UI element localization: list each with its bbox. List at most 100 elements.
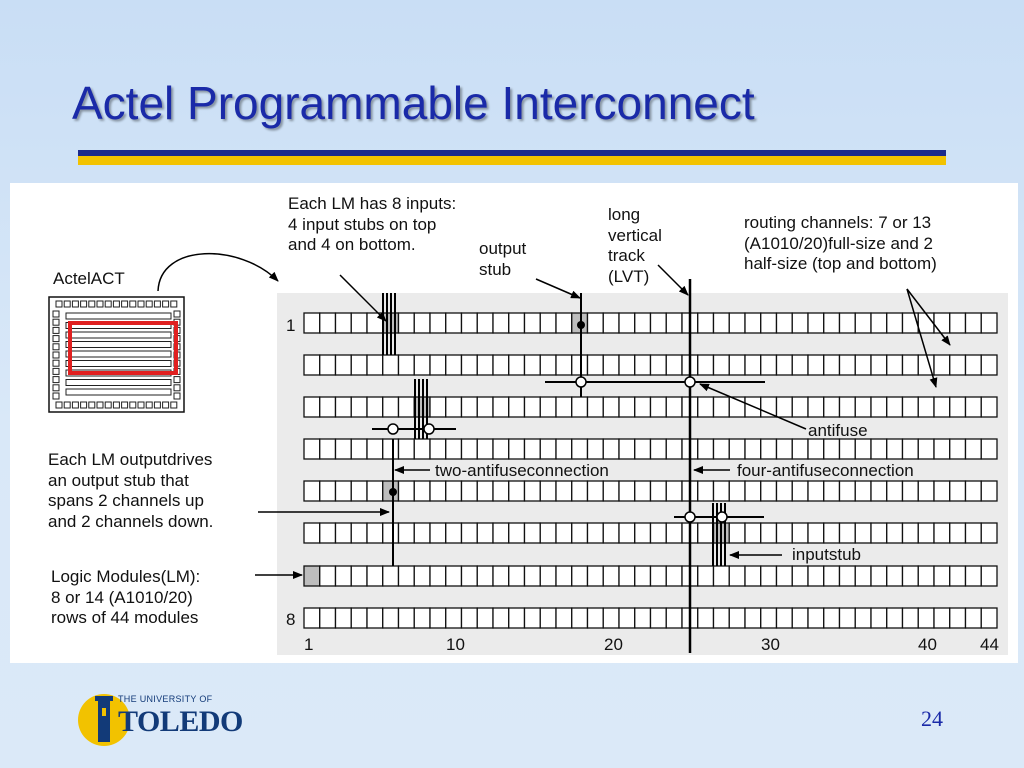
logic-module	[334, 607, 352, 629]
logic-module	[823, 565, 841, 587]
four-antifuse-annotation: four-antifuseconnection	[737, 461, 914, 480]
logic-module	[823, 396, 841, 418]
logic-module	[886, 480, 904, 502]
routing-channel-arrow	[906, 288, 938, 388]
lm-output-annotation: Each LM outputdrives an output stub that…	[48, 450, 214, 531]
logic-module	[492, 480, 510, 502]
logic-module	[413, 565, 431, 587]
logic-module	[334, 480, 352, 502]
chip-pad	[52, 359, 60, 367]
logic-module	[886, 607, 904, 629]
logic-module	[445, 354, 463, 376]
chip-pad	[52, 351, 60, 359]
logic-module	[634, 607, 652, 629]
logic-module	[901, 354, 919, 376]
title-rule-gold	[78, 156, 946, 165]
logic-module	[964, 522, 982, 544]
logic-module	[980, 396, 998, 418]
logic-module	[319, 607, 337, 629]
logic-module	[618, 438, 636, 460]
logic-module	[854, 522, 872, 544]
logic-module	[571, 354, 589, 376]
axis-labels: 1 8 1 10 20 30 40 44	[286, 316, 999, 654]
logic-module	[476, 480, 494, 502]
logic-module	[460, 480, 478, 502]
chip-pad	[162, 300, 170, 308]
chip-pad	[173, 392, 181, 400]
logic-module	[319, 354, 337, 376]
chip-pad	[52, 343, 60, 351]
logic-module	[523, 438, 541, 460]
logic-module	[697, 396, 715, 418]
logic-module	[917, 438, 935, 460]
antifuse-arrow	[699, 383, 807, 430]
chip-pad	[145, 300, 153, 308]
logic-module	[838, 354, 856, 376]
two-antifuse-annotation: two-antifuseconnection	[435, 461, 609, 480]
annotation-arrows	[157, 253, 951, 579]
logic-module	[508, 565, 526, 587]
logic-module	[649, 312, 667, 334]
logic-module	[854, 354, 872, 376]
logo-small-text: THE UNIVERSITY OF	[118, 694, 213, 704]
logic-module	[586, 565, 604, 587]
logic-module	[728, 312, 746, 334]
chip-pad	[52, 318, 60, 326]
logic-module	[382, 396, 400, 418]
logic-module	[634, 396, 652, 418]
chip-pad	[52, 326, 60, 334]
logic-module	[413, 480, 431, 502]
logic-module	[586, 607, 604, 629]
logic-module	[775, 438, 793, 460]
chip-pad	[137, 401, 145, 409]
logic-module	[665, 522, 683, 544]
lm-inputs-arrow	[339, 274, 387, 322]
logic-module	[697, 607, 715, 629]
logic-module	[728, 480, 746, 502]
logic-module	[980, 607, 998, 629]
logic-module	[980, 522, 998, 544]
logic-module	[602, 354, 620, 376]
routing-channel-arrow	[906, 288, 951, 346]
logic-module	[838, 522, 856, 544]
logic-module	[964, 480, 982, 502]
logic-module	[539, 522, 557, 544]
logic-module	[964, 354, 982, 376]
logic-module	[697, 438, 715, 460]
chip-pad	[63, 300, 71, 308]
logic-module	[838, 312, 856, 334]
logic-modules-annotation: Logic Modules(LM): 8 or 14 (A1010/20) ro…	[51, 567, 201, 627]
chip-pad	[96, 401, 104, 409]
logic-module	[397, 522, 415, 544]
logic-module	[555, 607, 573, 629]
interconnect-wires	[372, 279, 765, 653]
logic-module	[933, 354, 951, 376]
logic-module	[964, 438, 982, 460]
slide-title: Actel Programmable Interconnect	[72, 77, 755, 129]
logic-module	[319, 522, 337, 544]
chip-pad	[71, 300, 79, 308]
logic-module	[602, 438, 620, 460]
logic-module	[397, 312, 415, 334]
logic-module	[586, 396, 604, 418]
logic-module	[303, 312, 321, 334]
logic-module	[854, 607, 872, 629]
logic-module	[445, 522, 463, 544]
logic-module	[886, 565, 904, 587]
logic-module	[870, 354, 888, 376]
logic-module	[760, 522, 778, 544]
logic-module	[571, 438, 589, 460]
logic-module	[917, 607, 935, 629]
page-number: 24	[921, 706, 943, 731]
logic-module	[586, 312, 604, 334]
logic-module	[413, 438, 431, 460]
logic-module	[901, 396, 919, 418]
logic-module	[382, 565, 400, 587]
logic-module	[775, 312, 793, 334]
logic-module	[980, 565, 998, 587]
antifuse-symbol	[575, 376, 587, 388]
chip-pad	[173, 310, 181, 318]
logic-module	[665, 565, 683, 587]
logic-module	[413, 312, 431, 334]
logic-module	[586, 354, 604, 376]
